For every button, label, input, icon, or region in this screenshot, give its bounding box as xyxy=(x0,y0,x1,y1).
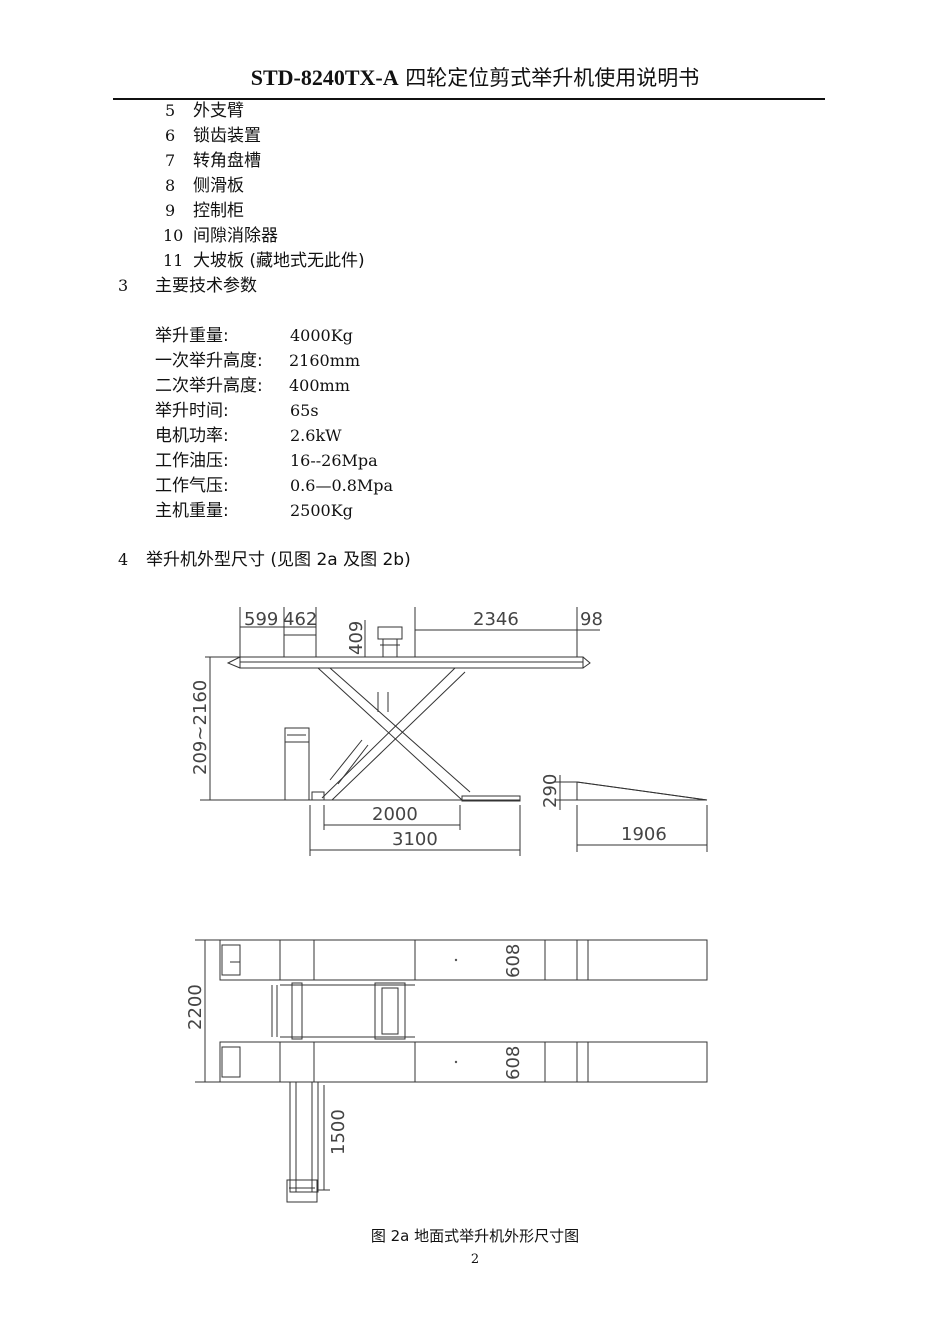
spec-value: 65s xyxy=(290,401,319,420)
spec-label: 主机重量: xyxy=(155,501,229,521)
spec-label: 举升时间: xyxy=(155,401,229,421)
dim-608-upper: 608 xyxy=(503,944,524,978)
spec-value: 2160mm xyxy=(289,351,361,370)
spec-label: 一次举升高度: xyxy=(155,351,263,371)
component-item-6: 6 xyxy=(165,126,176,145)
dim-2346: 2346 xyxy=(473,609,519,630)
section-4-number: 4 xyxy=(118,550,129,569)
component-label-5: 外支臂 xyxy=(193,101,244,121)
spec-value: 16--26Mpa xyxy=(290,451,378,470)
dim-2000: 2000 xyxy=(372,804,418,825)
spec-value: 2.6kW xyxy=(290,426,342,445)
spec-label: 工作油压: xyxy=(155,451,229,471)
dim-1906: 1906 xyxy=(621,824,667,845)
component-label-10: 间隙消除器 xyxy=(193,226,278,246)
component-item-10: 10 xyxy=(163,226,184,245)
section-4-title: 举升机外型尺寸 (见图 2a 及图 2b) xyxy=(146,550,411,570)
dim-98: 98 xyxy=(580,609,603,630)
component-label-7: 转角盘槽 xyxy=(193,151,261,171)
spec-value: 4000Kg xyxy=(290,326,353,345)
spec-value: 400mm xyxy=(289,376,350,395)
dim-height-range: 209~2160 xyxy=(190,680,211,775)
dim-2200: 2200 xyxy=(185,984,206,1030)
component-label-11: 大坡板 (藏地式无此件) xyxy=(193,251,365,271)
component-item-5: 5 xyxy=(165,101,176,120)
section-3-number: 3 xyxy=(118,276,129,295)
component-item-7: 7 xyxy=(165,151,176,170)
section-3-title: 主要技术参数 xyxy=(155,276,257,296)
model-number: STD-8240TX-A xyxy=(250,65,399,90)
dim-290: 290 xyxy=(540,774,561,808)
header-rule xyxy=(113,98,825,100)
component-item-9: 9 xyxy=(165,201,176,220)
page-header-title: STD-8240TX-A 四轮定位剪式举升机使用说明书 xyxy=(0,62,950,92)
figure-caption: 图 2a 地面式举升机外形尺寸图 xyxy=(370,1227,580,1245)
spec-value: 0.6—0.8Mpa xyxy=(290,476,394,495)
dim-608-lower: 608 xyxy=(503,1046,524,1080)
component-item-11: 11 xyxy=(163,251,184,270)
component-item-8: 8 xyxy=(165,176,176,195)
dim-1500: 1500 xyxy=(328,1109,349,1155)
page-number: 2 xyxy=(470,1252,480,1267)
component-label-9: 控制柜 xyxy=(193,201,244,221)
spec-label: 举升重量: xyxy=(155,326,229,346)
component-label-8: 侧滑板 xyxy=(193,176,244,196)
dim-599: 599 xyxy=(244,609,278,630)
spec-label: 工作气压: xyxy=(155,476,229,496)
manual-title: 四轮定位剪式举升机使用说明书 xyxy=(405,66,700,90)
dim-409: 409 xyxy=(346,621,367,655)
component-label-6: 锁齿装置 xyxy=(193,126,261,146)
dim-3100: 3100 xyxy=(392,829,438,850)
dim-462: 462 xyxy=(283,609,317,630)
spec-value: 2500Kg xyxy=(290,501,353,520)
spec-label: 二次举升高度: xyxy=(155,376,263,396)
spec-label: 电机功率: xyxy=(155,426,229,446)
